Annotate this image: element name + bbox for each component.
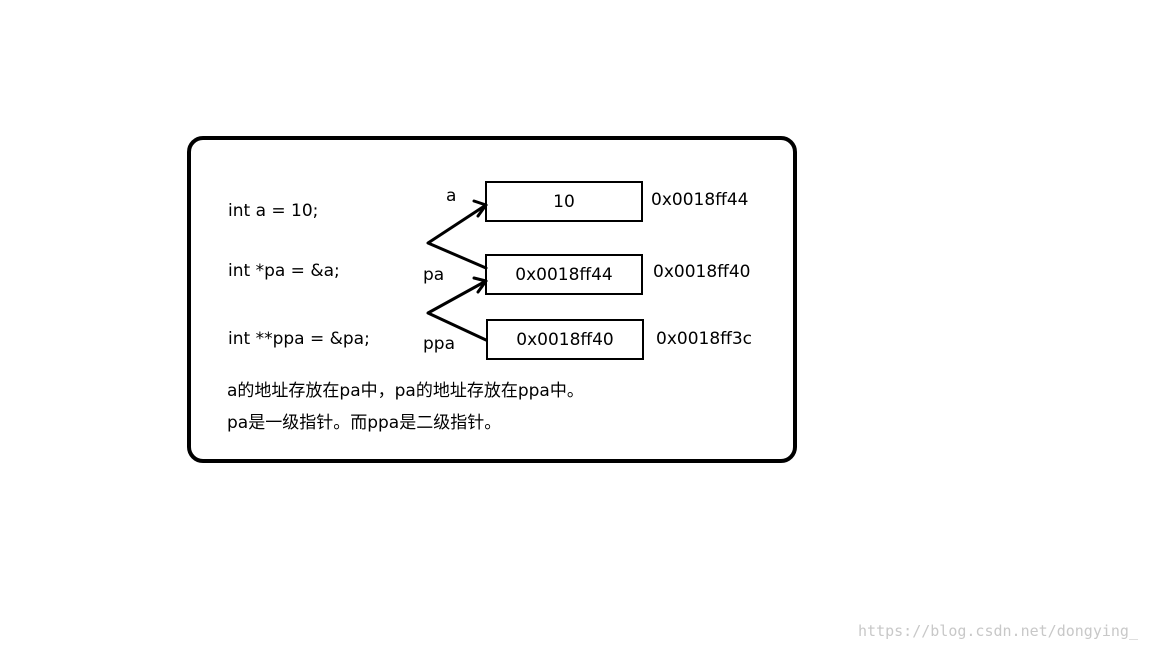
address-ppa: 0x0018ff3c <box>656 329 753 349</box>
arrow-ppa-to-pa <box>426 279 488 342</box>
arrow-ppa-to-pa-head <box>472 276 488 294</box>
label-pa: pa <box>423 265 445 285</box>
address-pa: 0x0018ff40 <box>653 262 751 282</box>
arrow-pa-to-a-head <box>472 199 488 218</box>
memory-box-pa-value: 0x0018ff44 <box>515 264 613 285</box>
code-line-int-a: int a = 10; <box>228 201 319 221</box>
memory-box-a-value: 10 <box>553 191 575 212</box>
caption-line-1: a的地址存放在pa中，pa的地址存放在ppa中。 <box>227 381 584 401</box>
caption-line-2: pa是一级指针。而ppa是二级指针。 <box>227 413 502 433</box>
arrow-pa-to-a <box>426 203 488 270</box>
label-a: a <box>446 186 457 206</box>
watermark: https://blog.csdn.net/dongying_ <box>858 622 1138 640</box>
label-ppa: ppa <box>423 334 455 354</box>
code-line-int-pa: int *pa = &a; <box>228 261 340 281</box>
memory-box-pa: 0x0018ff44 <box>485 254 643 295</box>
memory-box-a: 10 <box>485 181 643 222</box>
diagram-frame <box>187 136 797 463</box>
code-line-int-ppa: int **ppa = &pa; <box>228 329 370 349</box>
memory-box-ppa-value: 0x0018ff40 <box>516 329 614 350</box>
address-a: 0x0018ff44 <box>651 190 749 210</box>
